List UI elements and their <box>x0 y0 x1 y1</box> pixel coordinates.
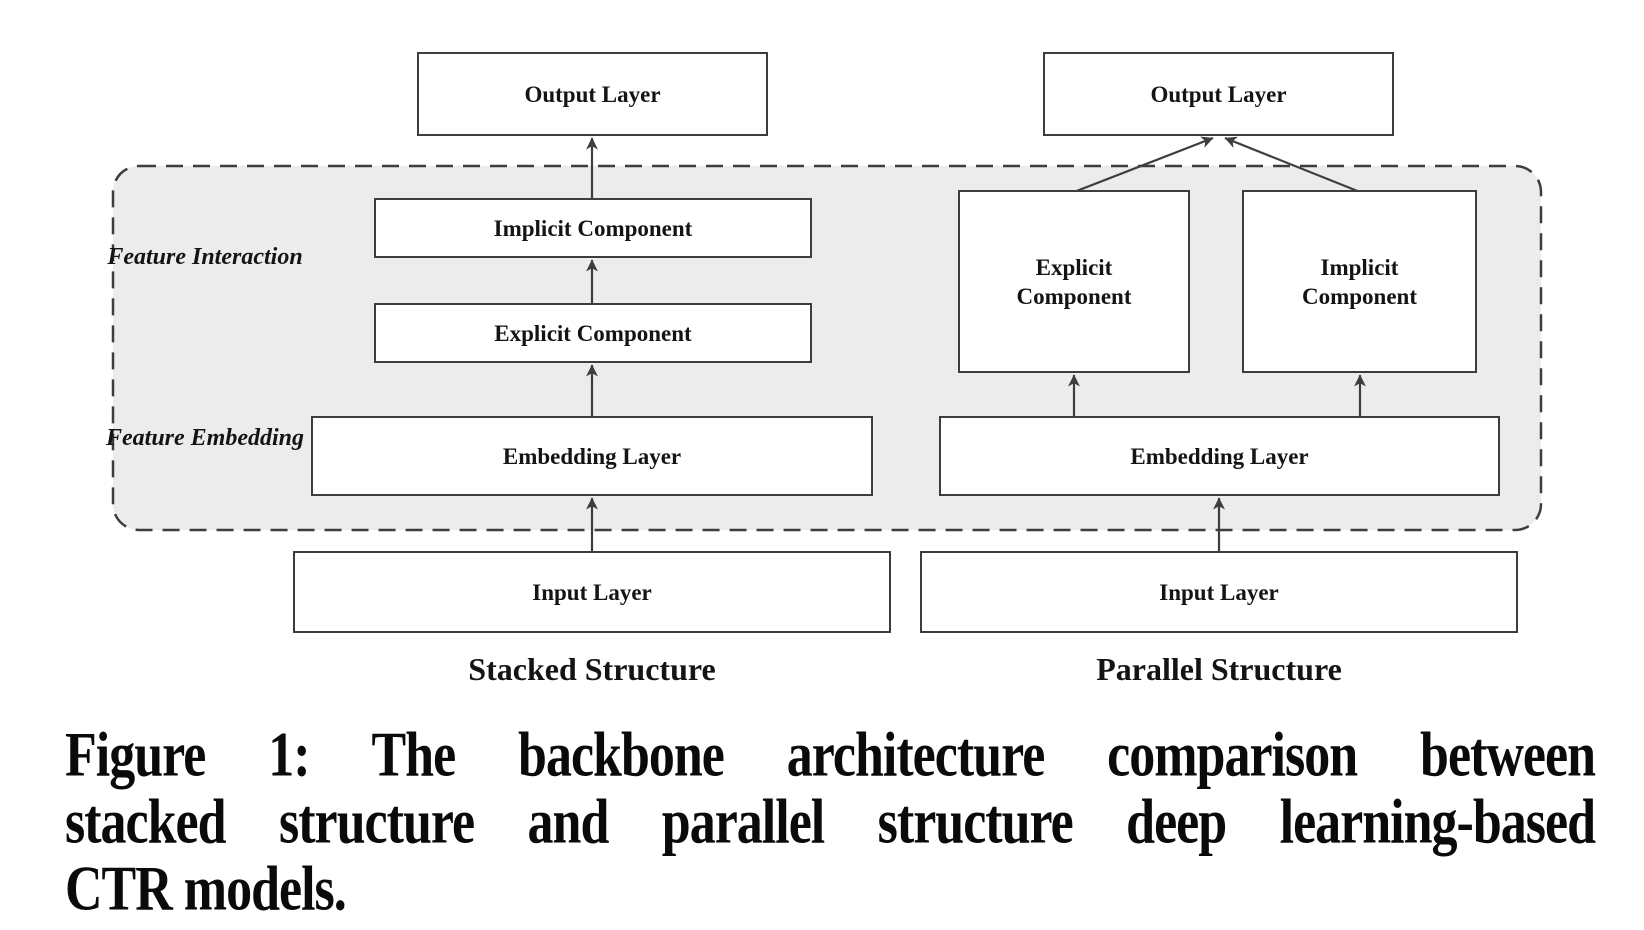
stacked-output-layer-box: Output Layer <box>417 52 768 136</box>
arrow-parallel-implicit-to-output <box>1224 136 1361 194</box>
feature-interaction-label: Feature Interaction <box>107 244 303 270</box>
parallel-input-layer-label: Input Layer <box>1159 579 1279 605</box>
stacked-input-layer-label: Input Layer <box>532 579 652 605</box>
parallel-output-layer-box: Output Layer <box>1043 52 1394 136</box>
arrow-parallel-explicit-to-output <box>1073 136 1214 194</box>
stacked-embedding-layer-label: Embedding Layer <box>502 443 682 469</box>
figure-caption: Figure 1: The backbone architecture comp… <box>65 721 1596 925</box>
stacked-input-layer-box: Input Layer <box>293 551 891 633</box>
stacked-explicit-component-box: Explicit Component <box>374 303 812 363</box>
feature-embedding-label: Feature Embedding <box>105 425 304 451</box>
figure-caption-line-3: CTR models. <box>65 854 347 925</box>
stacked-structure-title: Stacked Structure <box>468 651 716 687</box>
parallel-implicit-component-label: Implicit Component <box>1301 254 1417 309</box>
stacked-embedding-layer-box: Embedding Layer <box>311 416 873 496</box>
stacked-output-layer-label: Output Layer <box>524 81 661 107</box>
parallel-structure-title: Parallel Structure <box>1096 651 1342 687</box>
stacked-implicit-component-label: Implicit Component <box>493 215 693 241</box>
parallel-output-layer-label: Output Layer <box>1150 81 1287 107</box>
parallel-explicit-component-label: Explicit Component <box>1016 254 1132 309</box>
parallel-implicit-component-box: Implicit Component <box>1242 190 1477 373</box>
parallel-input-layer-box: Input Layer <box>920 551 1518 633</box>
parallel-explicit-component-box: Explicit Component <box>958 190 1190 373</box>
figure-caption-line-2: stacked structure and parallel structure… <box>65 787 1596 858</box>
stacked-implicit-component-box: Implicit Component <box>374 198 812 258</box>
stacked-explicit-component-label: Explicit Component <box>494 320 692 346</box>
parallel-embedding-layer-box: Embedding Layer <box>939 416 1500 496</box>
parallel-embedding-layer-label: Embedding Layer <box>1130 443 1309 469</box>
figure-caption-line-1: Figure 1: The backbone architecture comp… <box>65 720 1596 791</box>
